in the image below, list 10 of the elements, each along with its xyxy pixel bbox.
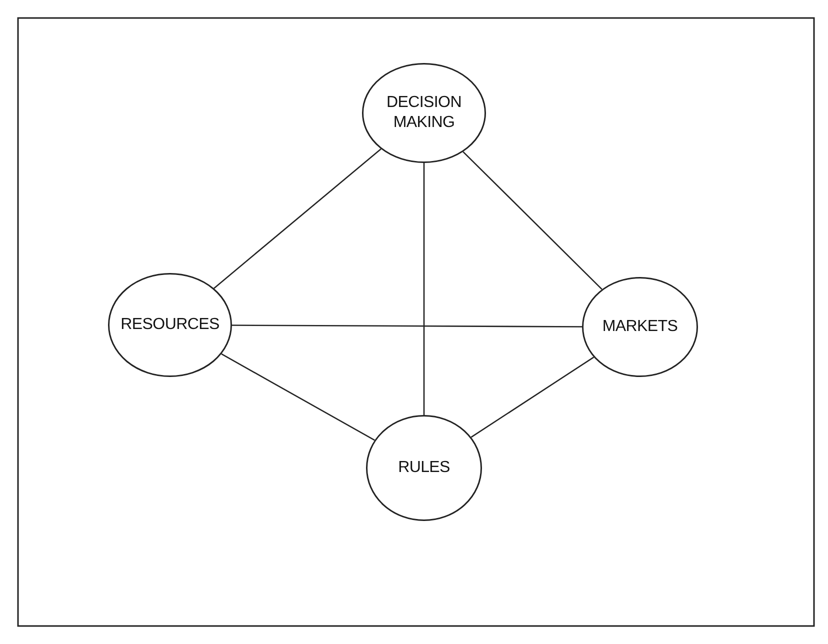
node-label: RESOURCES [120,315,220,335]
connector-line [462,151,602,290]
node-label: RULES [397,458,451,478]
connector-line [470,356,594,438]
connector-line [221,353,375,441]
node-label: MARKETS [601,317,679,337]
connector-line [423,163,425,415]
connector-line [214,148,382,289]
connector-line [232,324,582,328]
node-label: DECISION MAKING [386,93,462,133]
